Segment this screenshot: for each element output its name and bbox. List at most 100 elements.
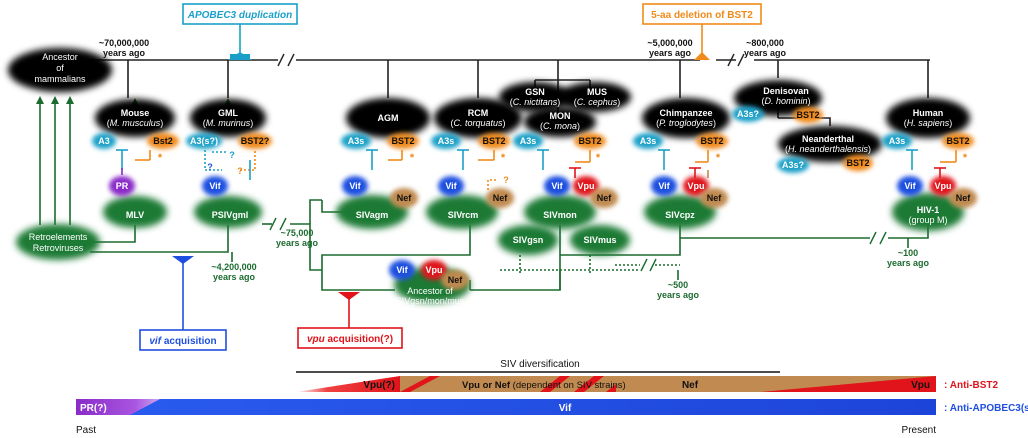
a3-mon: A3s	[520, 136, 537, 146]
virus-sivmus: SIVmus	[583, 235, 616, 245]
host-human-sci: (H. sapiens)	[904, 118, 953, 128]
star-mouse: *	[158, 152, 163, 164]
host-gml: GML	[218, 108, 238, 118]
a3-rcm: A3s	[438, 136, 455, 146]
star-human: *	[963, 152, 968, 164]
host-gsn-sci: (C. nictitans)	[510, 97, 561, 107]
vif-rcm: Vif	[445, 181, 457, 191]
vpu-mon: Vpu	[578, 181, 595, 191]
host-blobs	[8, 48, 970, 162]
host-denisovan-sci: (D. hominin)	[761, 96, 810, 106]
host-rcm: RCM	[468, 108, 489, 118]
siv-diversification-label: SIV diversification	[500, 359, 579, 370]
bst2-gml: BST2?	[241, 136, 270, 146]
host-mus: MUS	[587, 87, 607, 97]
svg-text:years ago: years ago	[887, 258, 930, 268]
host-gml-sci: (M. murinus)	[203, 118, 254, 128]
svg-text:years ago: years ago	[744, 48, 787, 58]
svg-text:Retroviruses: Retroviruses	[33, 243, 84, 253]
vpu-cpz: Vpu	[688, 181, 705, 191]
host-rcm-sci: (C. torquatus)	[450, 118, 505, 128]
timeline-present: Present	[902, 425, 937, 436]
accessory-blobs	[109, 176, 977, 290]
anti-bst2-bar	[296, 376, 936, 392]
virus-retroelements: Retroelements	[29, 232, 88, 242]
q-gml-a3: ?	[207, 162, 213, 172]
bst2-mon: BST2	[578, 136, 601, 146]
svg-text:SIVgsn/mon/mus: SIVgsn/mon/mus	[396, 296, 465, 306]
bst2-callout: 5-aa deletion of BST2	[642, 3, 762, 60]
host-neanderthal-sci: (H. neanderthalensis)	[785, 144, 871, 154]
apobec3-callout-label: APOBEC3 duplication	[187, 10, 292, 21]
virus-mlv: MLV	[126, 210, 144, 220]
a3-blobs	[92, 106, 912, 173]
accessory-labels: PR Vif Vif Nef Vif Nef Vif Vpu Nef Vif V…	[116, 181, 972, 285]
timeline-past: Past	[76, 425, 96, 436]
virus-ancestor-sivgsn: Ancestor of	[407, 286, 453, 296]
svg-text:years ago: years ago	[657, 290, 700, 300]
host-mon: MON	[550, 111, 571, 121]
anti-apobec3-label: : Anti-APOBEC3(s)	[944, 403, 1028, 414]
q-gml-a3b: ?	[229, 150, 235, 160]
vif-hiv: Vif	[904, 181, 916, 191]
svg-text:years ago: years ago	[103, 48, 146, 58]
svg-text:mammalians: mammalians	[34, 74, 86, 84]
timeline-nef: Nef	[682, 380, 699, 391]
svg-text:years ago: years ago	[276, 238, 319, 248]
vif-gml: Vif	[209, 181, 221, 191]
vif-agm: Vif	[349, 181, 361, 191]
host-neanderthal: Neanderthal	[802, 134, 854, 144]
inhibition-marks	[116, 149, 957, 190]
virus-dotted-lines	[500, 255, 680, 275]
host-human: Human	[913, 108, 944, 118]
nef-ancestor: Nef	[448, 275, 464, 285]
time-500: ~500	[668, 280, 688, 290]
apobec3-callout: APOBEC3 duplication	[182, 3, 298, 60]
timeline-vpu-or-nef: Vpu or Nef (dependent on SIV strains)	[462, 380, 626, 391]
star-rcm: *	[501, 152, 506, 164]
star-chimp: *	[716, 152, 721, 164]
virus-blobs	[16, 193, 964, 303]
vpu-callout-label: vpu acquisition(?)	[307, 334, 393, 345]
time-75k: ~75,000	[281, 228, 314, 238]
host-chimpanzee: Chimpanzee	[659, 108, 712, 118]
svg-text:years ago: years ago	[213, 272, 256, 282]
bst2-neanderthal: BST2	[846, 158, 869, 168]
timeline-vpu: Vpu	[911, 380, 930, 391]
host-ancestor: Ancestor	[42, 52, 78, 62]
host-mus-sci: (C. cephus)	[574, 97, 621, 107]
anti-apobec3-bar	[76, 399, 936, 415]
svg-text:of: of	[56, 63, 64, 73]
factor-labels: A3 A3(s?) A3s A3s A3s A3s A3s? A3s? A3s …	[98, 109, 969, 185]
star-agm: *	[410, 152, 415, 164]
a3-gml: A3(s?)	[190, 136, 218, 146]
host-gsn: GSN	[525, 87, 545, 97]
bst2-blobs	[147, 107, 974, 171]
vif-mon: Vif	[551, 181, 563, 191]
virus-sivgsn: SIVgsn	[513, 235, 544, 245]
bst2-chimp: BST2	[700, 136, 723, 146]
time-100: ~100	[898, 248, 918, 258]
svg-text:years ago: years ago	[649, 48, 692, 58]
nef-mon: Nef	[597, 193, 613, 203]
host-agm: AGM	[378, 113, 399, 123]
vpu-callout: vpu acquisition(?)	[297, 292, 403, 349]
virus-psivgml: PSIVgml	[212, 210, 249, 220]
vif-cpz: Vif	[658, 181, 670, 191]
bst2-human: BST2	[946, 136, 969, 146]
virus-sivrcm: SIVrcm	[448, 210, 479, 220]
a3-chimp: A3s	[640, 136, 657, 146]
timeline-vpu-q: Vpu(?)	[363, 380, 395, 391]
bst2-denisovan: BST2	[796, 110, 819, 120]
anti-bst2-label: : Anti-BST2	[944, 380, 999, 391]
a3-mouse: A3	[98, 136, 110, 146]
host-tree-lines	[88, 59, 930, 126]
host-chimpanzee-sci: (P. troglodytes)	[656, 118, 716, 128]
q-rcm-bst2: ?	[503, 175, 509, 185]
vif-callout-label: vif acquisition	[149, 336, 216, 347]
virus-breaks	[269, 217, 887, 272]
host-mouse-sci: (M. musculus)	[107, 118, 164, 128]
time-labels: ~70,000,000 years ago ~5,000,000 years a…	[99, 38, 930, 300]
